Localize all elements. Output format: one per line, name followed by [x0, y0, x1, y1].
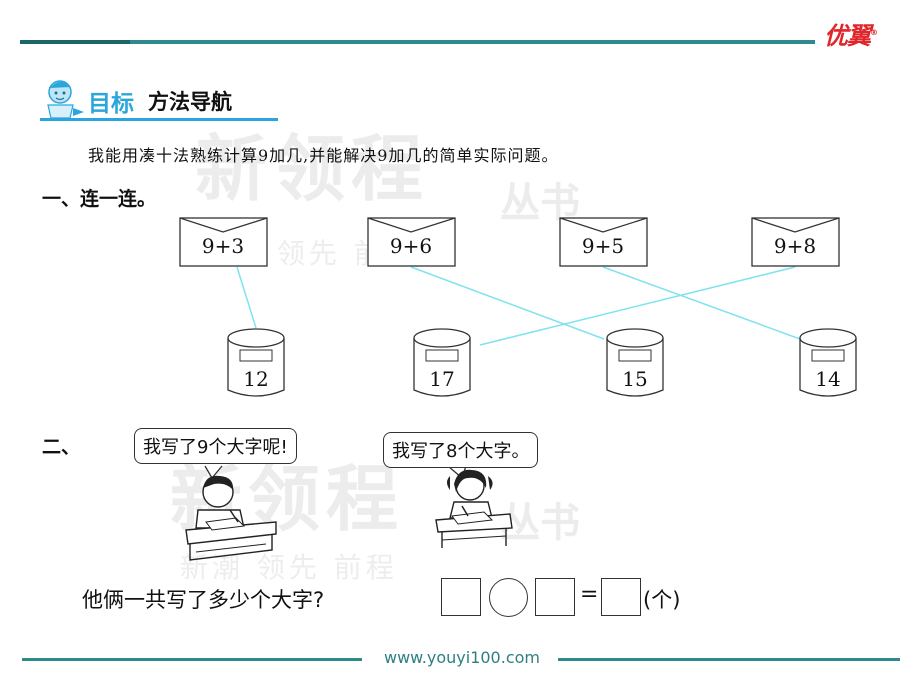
goal-description: 我能用凑十法熟练计算9加几,并能解决9加几的简单实际问题。 [88, 146, 559, 165]
watermark-main: 新领程 [195, 126, 430, 211]
envelope-2-label: 9+6 [390, 234, 432, 258]
top-divider [20, 40, 815, 44]
envelope-2[interactable]: 9+6 [367, 217, 456, 267]
footer-divider-right [558, 658, 900, 661]
goal-underline [40, 118, 278, 121]
footer-divider-left [22, 658, 362, 661]
question-text: 他俩一共写了多少个大字? [82, 588, 325, 612]
answer-box-2[interactable] [535, 578, 575, 616]
envelope-1-label: 9+3 [202, 234, 244, 258]
cylinder-1[interactable]: 12 [227, 328, 285, 397]
operator-circle[interactable] [489, 578, 528, 617]
envelope-1[interactable]: 9+3 [179, 217, 268, 267]
cylinder-3-label: 15 [622, 367, 647, 391]
match-line [410, 266, 605, 340]
unit-label: (个) [643, 588, 681, 612]
cylinder-1-label: 12 [243, 367, 268, 391]
answer-box-1[interactable] [441, 578, 481, 616]
cylinder-2[interactable]: 17 [413, 328, 471, 397]
speech-bubble-girl: 我写了8个大字。 [383, 432, 539, 468]
envelope-4[interactable]: 9+8 [751, 217, 840, 267]
cylinder-3[interactable]: 15 [606, 328, 664, 397]
cylinder-4[interactable]: 14 [799, 328, 857, 397]
answer-box-result[interactable] [601, 578, 641, 616]
section2-title: 二、 [42, 436, 81, 458]
cylinder-2-label: 17 [429, 367, 454, 391]
section1-title: 一、连一连。 [42, 188, 157, 210]
equals-sign: = [580, 582, 599, 607]
top-divider-accent [20, 40, 130, 44]
match-line [602, 266, 801, 340]
match-line [236, 266, 257, 329]
goal-title-highlight: 目标 [88, 91, 134, 117]
envelope-3-label: 9+5 [582, 234, 624, 258]
girl-writing-icon [435, 469, 513, 548]
speech-bubble-boy: 我写了9个大字呢! [134, 428, 297, 464]
brand-logo: 优翼® [824, 22, 878, 50]
goal-title: 方法导航 [148, 90, 232, 114]
boy-writing-icon [185, 475, 277, 561]
footer-url-link[interactable]: www.youyi100.com [384, 648, 540, 667]
cylinder-4-label: 14 [815, 367, 840, 391]
envelope-4-label: 9+8 [774, 234, 816, 258]
mascot-icon [44, 80, 84, 121]
watermark-series-2: 丛书 [500, 499, 580, 546]
envelope-3[interactable]: 9+5 [559, 217, 648, 267]
match-line [479, 266, 796, 346]
